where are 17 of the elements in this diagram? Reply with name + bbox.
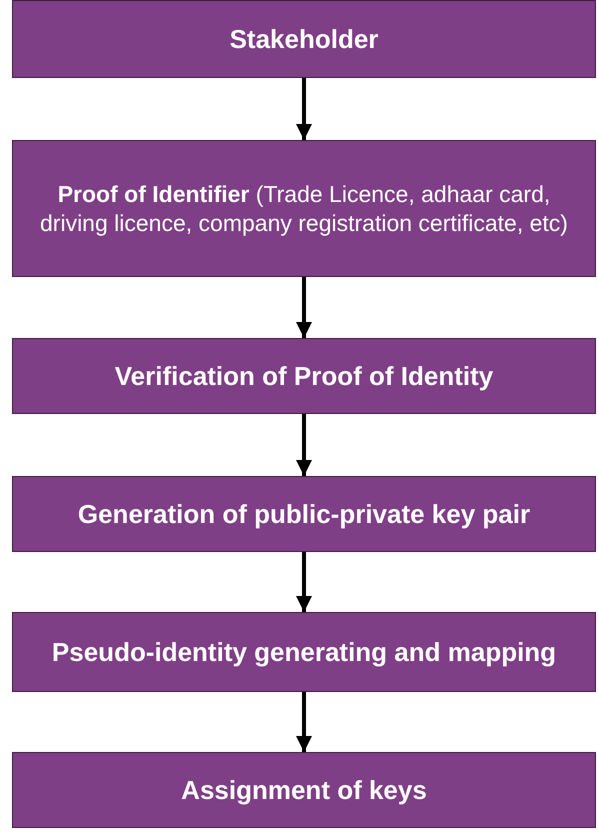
arrow bbox=[296, 414, 312, 476]
process-box bbox=[12, 612, 596, 692]
process-box bbox=[12, 140, 596, 277]
box-label: Verification of Proof of Identity bbox=[114, 360, 494, 392]
arrow bbox=[296, 277, 312, 338]
box-label: Pseudo-identity generating and mapping bbox=[52, 636, 556, 668]
process-box bbox=[12, 752, 596, 828]
process-box bbox=[12, 0, 596, 78]
arrow bbox=[296, 78, 312, 140]
arrow bbox=[296, 692, 312, 752]
arrow bbox=[296, 552, 312, 612]
process-box bbox=[12, 338, 596, 414]
box-label: Generation of public-private key pair bbox=[78, 498, 530, 530]
box-label: Stakeholder bbox=[230, 22, 378, 56]
box-label: Proof of Identifier (Trade Licence, adhaar card, driving licence, company registration certificate, etc) bbox=[39, 180, 569, 238]
box-label: Assignment of keys bbox=[181, 774, 427, 806]
process-box bbox=[12, 476, 596, 552]
